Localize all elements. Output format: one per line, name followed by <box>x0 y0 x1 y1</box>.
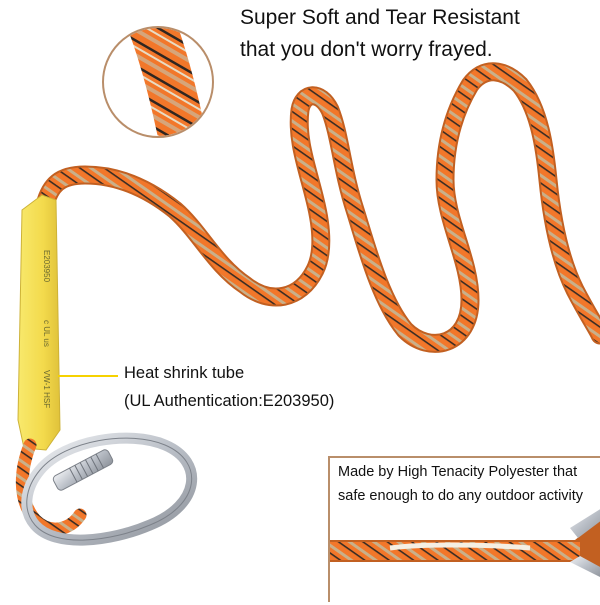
carabiner <box>21 432 198 546</box>
inset-text-line-2: safe enough to do any outdoor activity <box>338 488 584 504</box>
headline-line-1: Super Soft and Tear Resistant <box>240 6 520 29</box>
tube-label-line-1: Heat shrink tube <box>124 364 245 382</box>
rope-cross-section <box>330 509 600 577</box>
svg-text:VW-1 HSF: VW-1 HSF <box>42 370 51 408</box>
tube-label-line-2: (UL Authentication:E203950) <box>124 392 335 410</box>
inset-text-line-1: Made by High Tenacity Polyester that <box>338 464 578 480</box>
material-inset: Made by High Tenacity Polyester that saf… <box>328 456 600 602</box>
rope-zoom-callout <box>102 26 214 138</box>
heat-shrink-tube <box>17 194 61 451</box>
headline-line-2: that you don't worry frayed. <box>240 38 493 61</box>
svg-text:c UL us: c UL us <box>42 320 51 347</box>
svg-text:E203950: E203950 <box>42 250 51 283</box>
